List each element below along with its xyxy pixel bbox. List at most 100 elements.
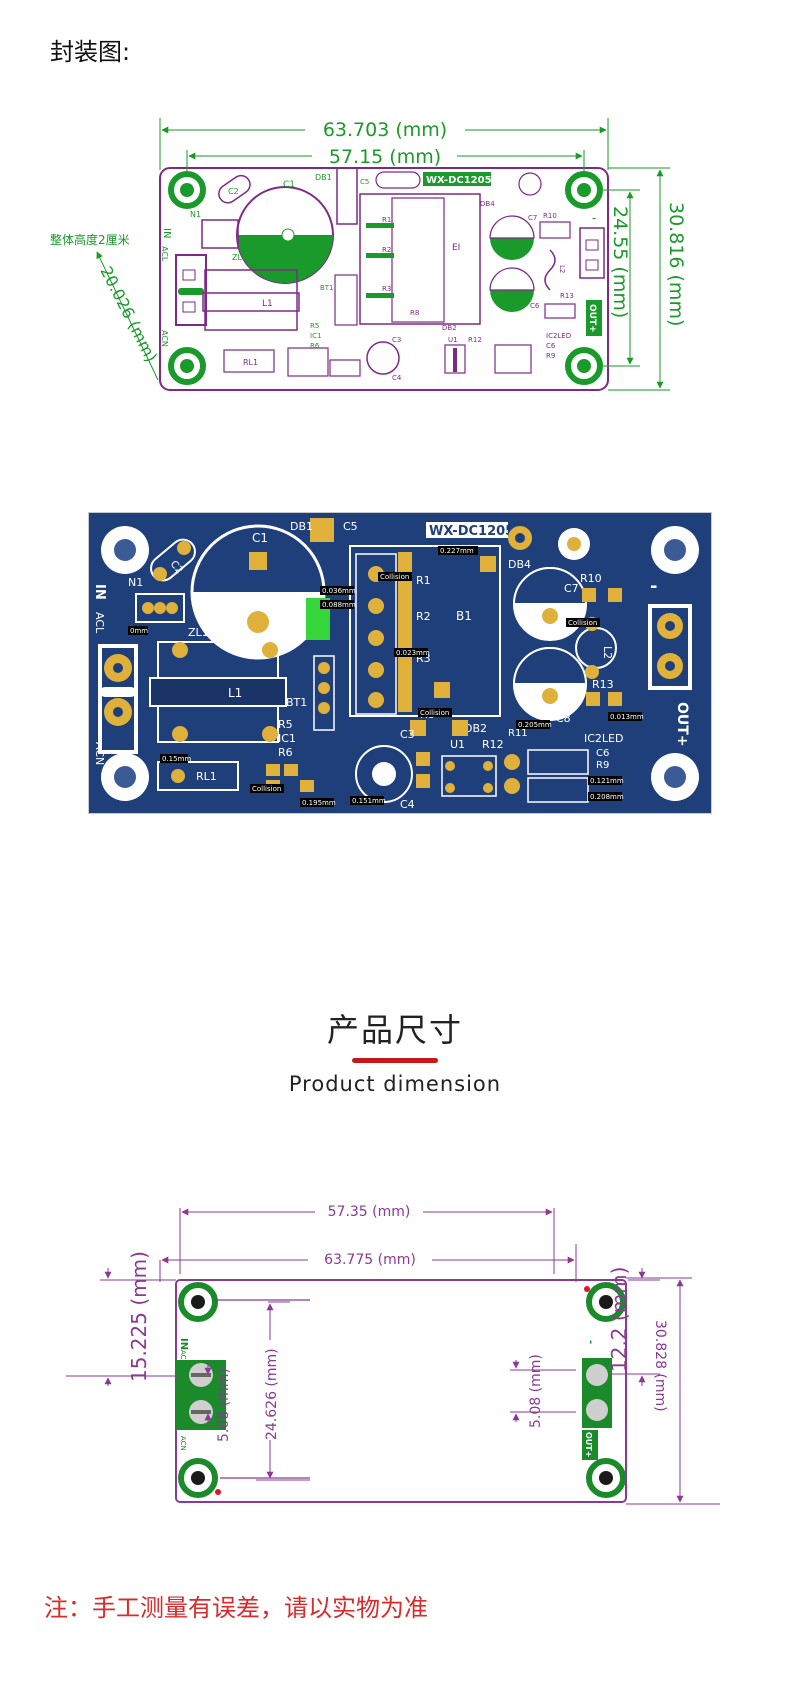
- product-acn-label: ACN: [179, 1436, 187, 1451]
- dim-diagonal: 20.026 (mm): [96, 263, 160, 365]
- c6-label: C6: [546, 342, 556, 350]
- ic1-label: IC1: [310, 332, 321, 340]
- pcb-db4-label: DB4: [508, 558, 531, 571]
- measurement-note: 注：手工测量有误差，请以实物为准: [44, 1594, 428, 1622]
- pcb-r2-label: R2: [416, 610, 431, 623]
- measure-tag: 0.208mm: [590, 793, 624, 801]
- pcb-c4-label: C4: [400, 798, 415, 811]
- product-hole-br: [586, 1458, 626, 1498]
- pcb-zl1-label: ZL1: [188, 626, 209, 639]
- input-terminal: [175, 254, 207, 326]
- product-minus-label: -: [585, 1340, 596, 1344]
- pcb-out-label: OUT+: [674, 702, 690, 747]
- pcb-db1-label: DB1: [290, 520, 313, 533]
- c3-outline: [366, 341, 400, 375]
- db1-outline: [336, 167, 358, 225]
- section-title-underline: [352, 1058, 438, 1063]
- ic2led-label: IC2LED: [546, 332, 571, 340]
- r1-label: R1: [382, 216, 391, 224]
- c3-label: C3: [392, 336, 401, 344]
- c7-label: C7: [528, 214, 537, 222]
- collision-tag: Collision: [380, 573, 409, 581]
- measure-tag: 0.013mm: [610, 713, 644, 721]
- acn-label: ACN: [160, 330, 169, 347]
- pcb-board-name: WX-DC1205: [429, 524, 514, 539]
- product-dimension-drawing: IN ACL ACN - OUT+ 57.35 (mm) 63.775 (mm)…: [66, 1202, 720, 1505]
- u1-label: U1: [448, 336, 458, 344]
- pcb-b1-label: B1: [456, 609, 472, 623]
- pcb-db2-label: DB2: [464, 722, 487, 735]
- product-hole-tr: [586, 1282, 626, 1322]
- overall-height-note: 整体高度2厘米: [50, 232, 130, 247]
- product-acl-label: ACL: [179, 1350, 187, 1364]
- r7-label: R7: [315, 257, 326, 266]
- product-dim-hole-spacing: 24.626 (mm): [264, 1348, 280, 1440]
- pcb-c5-label: C5: [343, 520, 358, 533]
- pcb-r7-label: R7: [284, 632, 299, 645]
- product-dim-right-offset: 12.2 (mm): [607, 1267, 631, 1372]
- c5-label: C5: [360, 178, 369, 186]
- product-board-outline: [175, 1279, 627, 1503]
- db4-label: DB4: [480, 200, 495, 208]
- pcb-r1-label: R1: [416, 574, 431, 587]
- l2-label: L2: [558, 265, 566, 273]
- pcb-r10-label: R10: [580, 572, 602, 585]
- measure-tag: 0.195mm: [302, 799, 336, 807]
- dim-height-inner: 24.55 (mm): [609, 206, 631, 318]
- product-in-label: IN: [178, 1338, 189, 1350]
- r13-label: R13: [560, 292, 574, 300]
- pcb-r5-label: R5: [278, 718, 293, 731]
- pcb-r11-label: R11: [508, 728, 528, 739]
- zl1-label: ZL1: [232, 253, 247, 262]
- measure-tag: 0.15mm: [162, 755, 191, 763]
- pcb-hole-tr: [651, 526, 699, 574]
- pcb-acl-label: ACL: [93, 612, 106, 634]
- pcb-render: IN ACL ACN C1 C2 N1 ZL1 L1 RL1 DB1 R7 C5…: [88, 512, 712, 814]
- dim-width-outer: 63.703 (mm): [323, 119, 447, 141]
- measure-tag: 0.121mm: [590, 777, 624, 785]
- product-dim-right-pitch: 5.08 (mm): [528, 1354, 544, 1428]
- section-title: 产品尺寸: [326, 1011, 463, 1049]
- output-terminal: [579, 227, 605, 279]
- product-dim-width-outer: 63.775 (mm): [324, 1252, 416, 1268]
- pcb-hole-br: [651, 753, 699, 801]
- collision-tag: Collision: [420, 709, 449, 717]
- measure-tag: 0mm: [130, 627, 148, 635]
- l1-label: L1: [262, 299, 273, 309]
- bt1-label: BT1: [320, 284, 334, 292]
- measure-tag: 0.151mm: [352, 797, 386, 805]
- r8-label: R8: [410, 309, 419, 317]
- n1-outline: [201, 219, 239, 249]
- pcb-c8-label: C8: [556, 712, 571, 725]
- pcb-u1-label: U1: [450, 738, 465, 751]
- c8-label: C6: [530, 302, 540, 310]
- dim-width-inner: 57.15 (mm): [329, 146, 441, 168]
- pcb-minus-label: -: [650, 576, 657, 597]
- r10-label: R10: [543, 212, 557, 220]
- board-outline: [159, 167, 609, 391]
- pcb-c1-label: C1: [252, 531, 268, 545]
- measure-tag: 0.227mm: [440, 547, 474, 555]
- out-plus-label: OUT+: [587, 304, 597, 333]
- c4-label: C4: [392, 374, 402, 382]
- product-hole-tl: [178, 1282, 218, 1322]
- collision-tag: Collision: [252, 785, 281, 793]
- pcb-hole-bl: [101, 753, 149, 801]
- pcb-n1-label: N1: [128, 576, 143, 589]
- ei-label: EI: [452, 243, 460, 253]
- transformer-outline: [359, 193, 481, 325]
- pcb-r6-label: R6: [278, 746, 293, 759]
- product-dim-height-outer: 30.828 (mm): [652, 1320, 668, 1412]
- in-label: IN: [161, 228, 172, 238]
- pcb-c6-label: C6: [596, 748, 609, 759]
- collision-tag: Collision: [568, 619, 597, 627]
- c2-label: C2: [228, 187, 239, 196]
- pcb-ic1-label: IC1: [278, 732, 296, 745]
- rl1-label: RL1: [243, 358, 258, 367]
- acl-label: ACL: [160, 246, 169, 262]
- r3-label: R3: [382, 285, 391, 293]
- measure-tag: 0.088mm: [322, 601, 356, 609]
- product-out-label: OUT+: [584, 1432, 593, 1457]
- product-dim-width-inner: 57.35 (mm): [328, 1204, 411, 1220]
- measure-tag: 0.205mm: [518, 721, 552, 729]
